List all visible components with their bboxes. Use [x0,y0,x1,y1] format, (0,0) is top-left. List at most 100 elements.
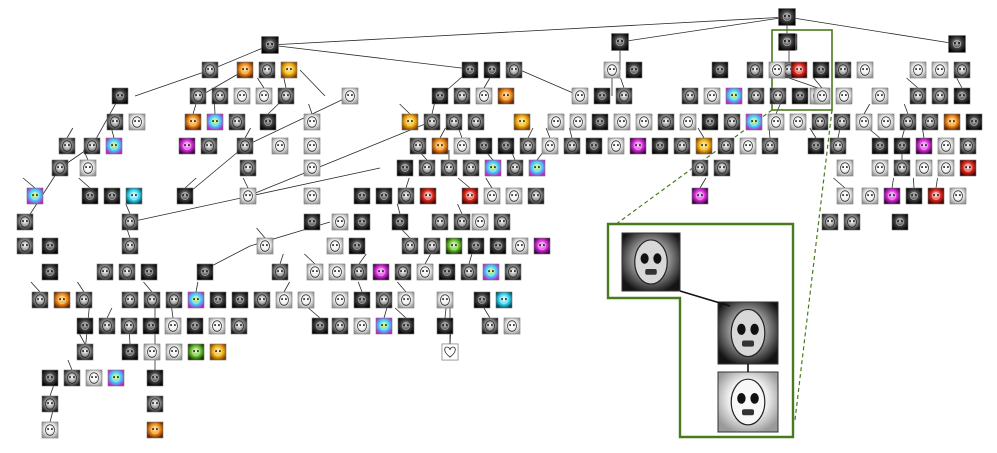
thumbnail-node [511,237,529,255]
thumbnail-node [372,263,390,281]
tree-edge [66,127,74,139]
tree-edge [397,281,407,293]
thumbnail-node [625,61,643,79]
thumbnail-node [121,237,139,255]
zoom-edge-1 [679,290,731,307]
thumbnail-node [503,317,521,335]
tree-edge [134,69,211,97]
thumbnail-node [937,137,955,155]
tree-edge [106,307,113,319]
thumbnail-node [843,213,861,231]
thumbnail-node [103,187,121,205]
thumbnail-node [436,317,454,335]
tree-edge [129,333,131,345]
thumbnail-node [409,137,427,155]
tree-edge [699,177,707,189]
thumbnail-node [58,137,76,155]
thumbnail-node [563,137,581,155]
thumbnail-node [855,113,873,131]
tree-edge [863,103,871,115]
tree-edge [357,281,363,293]
thumbnail-node [461,187,479,205]
hub-thumbnail-node [611,33,629,51]
thumbnail-node [739,137,757,155]
thumbnail-node [41,263,59,281]
thumbnail-node [328,263,346,281]
tree-edge [457,177,471,189]
tree-edge [383,307,388,319]
thumbnail-node [331,317,349,335]
tree-edge [269,44,479,71]
thumbnail-node [657,113,675,131]
thumbnail-node [812,61,830,79]
thumbnail-node [353,317,371,335]
thumbnail-node [651,137,669,155]
tree-edge [267,103,279,115]
thumbnail-node [703,87,721,105]
thumbnail-node [871,137,889,155]
tree-edge [483,307,491,319]
tree-edge [143,281,153,293]
thumbnail-node [239,187,257,205]
thumbnail-node [462,159,480,177]
thumbnail-node [85,369,103,387]
thumbnail-node [861,187,879,205]
thumbnail-node [453,213,471,231]
thumbnail-node [239,159,257,177]
tree-edge [620,77,625,89]
thumbnail-node [943,113,961,131]
thumbnail-node [569,113,587,131]
thumbnail-node [891,213,909,231]
thumbnail-node [121,343,139,361]
thumbnail-node [909,61,927,79]
tree-edge [304,253,316,265]
thumbnail-node [143,343,161,361]
thumbnail-node [394,263,412,281]
thumbnail-node [789,113,807,131]
thumbnail-node [209,291,227,309]
tree-edge [431,103,435,115]
thumbnail-node [306,263,324,281]
tree-edge [483,77,491,89]
thumbnail-node [497,87,515,105]
thumbnail-node [629,137,647,155]
thumbnail-node [209,343,227,361]
tree-edge [545,127,551,139]
thumbnail-node [187,291,205,309]
thumbnail-node [871,87,889,105]
zoom-inset-panel [606,222,795,439]
thumbnail-node [201,61,219,79]
thumbnail-node [603,61,621,79]
thumbnail-node [236,61,254,79]
thumbnail-node [691,187,709,205]
thumbnail-node [353,291,371,309]
thumbnail-node [807,137,825,155]
thumbnail-node [375,317,393,335]
tree-edge [244,95,351,147]
thumbnail-node [613,113,631,131]
thumbnail-node [953,61,971,79]
tree-edge [283,281,290,293]
thumbnail-node [461,61,479,79]
thumbnail-node [471,213,489,231]
thumbnail-node [533,237,551,255]
thumbnail-node [271,137,289,155]
thumbnail-node [723,113,741,131]
tree-edge [78,177,91,189]
tree-edge [242,177,249,189]
thumbnail-node [571,87,589,105]
zoom-level-white-mask-face [717,371,779,433]
tree-edge [30,281,41,293]
thumbnail-node [691,159,709,177]
tree-edge [457,203,463,215]
thumbnail-node [63,369,81,387]
thumbnail-node [303,113,321,131]
thumbnail-node [701,113,719,131]
thumbnail-node [937,159,955,177]
tree-edge [257,77,265,89]
thumbnail-node [164,317,182,335]
tree-edge [396,203,401,215]
tree-edge [519,69,581,97]
thumbnail-node [146,421,164,439]
tree-edge [394,307,407,319]
